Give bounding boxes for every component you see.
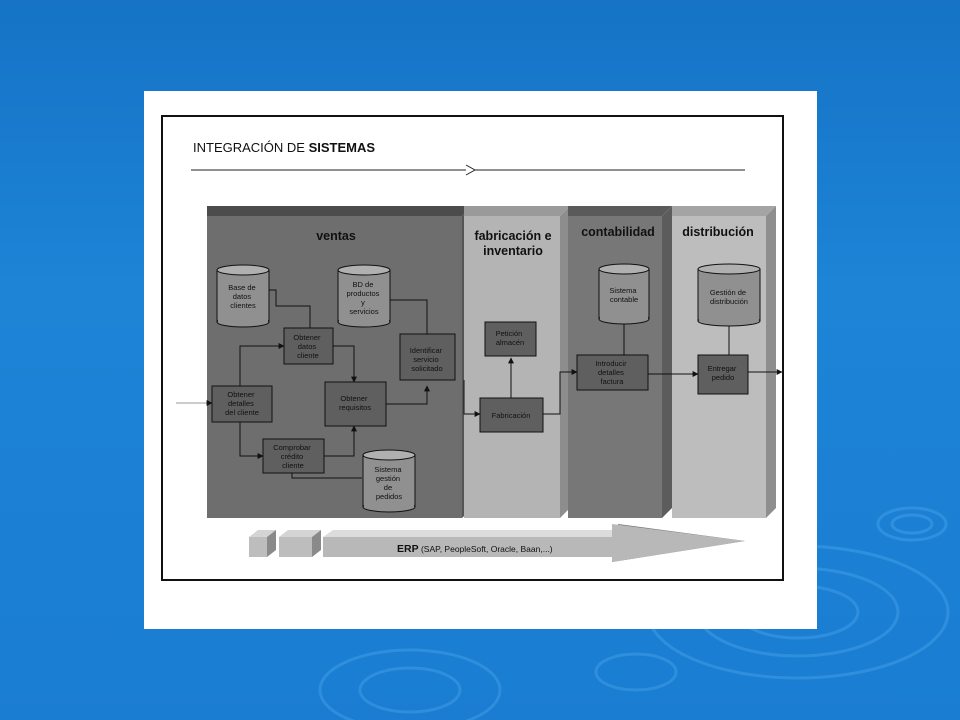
database-pedidos: Sistema gestión de pedidos <box>362 449 416 513</box>
connector <box>388 299 428 334</box>
svg-text:Comprobar crédito: Comprobar crédito cliente <box>273 443 313 470</box>
connector <box>324 425 357 457</box>
process-comprobar-credito: Comprobar crédito cliente <box>262 438 325 474</box>
connector <box>291 473 362 479</box>
process-identificar-servicio: Identificar servicio solicitado <box>399 333 456 381</box>
database-productos: BD de productos y servicios <box>337 264 391 328</box>
ripple-ring <box>594 652 678 692</box>
svg-text:Fabricación: Fabricación <box>492 411 531 420</box>
ripple-ring <box>876 506 948 542</box>
connector <box>386 385 430 405</box>
ripple-ring <box>318 648 502 720</box>
svg-text:Obtener requisitos: Obtener requisitos <box>339 394 371 412</box>
svg-text:Identificar servicio: Identificar servicio solicitado <box>410 346 445 373</box>
svg-text:Entregar pedido: Entregar pedido <box>708 364 739 382</box>
column-title-fabricacion: fabricación e <box>474 229 551 243</box>
svg-text:Introducir detalles: Introducir detalles factura <box>595 359 628 386</box>
diagram-frame <box>161 115 784 581</box>
svg-text:Base de datos clie: Base de datos clientes <box>228 283 258 310</box>
diagram-title: INTEGRACIÓN DE SISTEMAS <box>193 140 375 155</box>
process-entregar-pedido: Entregar pedido <box>697 354 749 395</box>
svg-text:Gestión de distribución: Gestión de distribución <box>710 288 748 306</box>
erp-label: ERP (SAP, PeopleSoft, Oracle, Baan,...) <box>397 543 553 555</box>
svg-text:Obtener detalles d: Obtener detalles del cliente <box>225 390 259 417</box>
process-introducir-detalles: Introducir detalles factura <box>576 354 649 391</box>
process-obtener-datos: Obtener datos cliente <box>283 327 334 365</box>
column-title-contabilidad: contabilidad <box>581 225 655 239</box>
process-obtener-detalles: Obtener detalles del cliente <box>211 385 273 423</box>
database-clientes: Base de datos clientes <box>216 264 270 328</box>
ripple-ring <box>358 666 462 714</box>
database-gestion-distribucion: Gestión de distribución <box>697 263 761 327</box>
connector <box>239 422 264 459</box>
ripple-ring <box>890 513 934 535</box>
column-title-distribucion: distribución <box>682 225 754 239</box>
erp-block-1 <box>249 530 276 557</box>
svg-text:BD de productos y: BD de productos y servicios <box>346 280 381 316</box>
erp-block-2 <box>279 530 321 557</box>
column-title-inventario: inventario <box>483 244 543 258</box>
process-fabricacion: Fabricación <box>479 397 544 433</box>
svg-text:Sistema contable: Sistema contable <box>609 286 638 304</box>
connector <box>463 380 481 417</box>
process-obtener-requisitos: Obtener requisitos <box>324 381 387 427</box>
connector <box>333 345 357 383</box>
connector <box>239 343 285 386</box>
database-sistema-contable: Sistema contable <box>598 263 650 325</box>
svg-text:Sistema gestión de: Sistema gestión de pedidos <box>374 465 403 501</box>
svg-text:Petición almacén: Petición almacén <box>496 329 525 347</box>
process-peticion-almacen: Petición almacén <box>484 321 537 357</box>
column-title-ventas: ventas <box>316 229 356 243</box>
flow-connectors <box>176 289 783 479</box>
column-fabricacion <box>464 206 570 518</box>
svg-text:Obtener datos clie: Obtener datos cliente <box>293 333 322 360</box>
connector <box>543 369 578 415</box>
title-rule-arrow <box>465 164 477 176</box>
erp-arrow <box>323 524 745 562</box>
